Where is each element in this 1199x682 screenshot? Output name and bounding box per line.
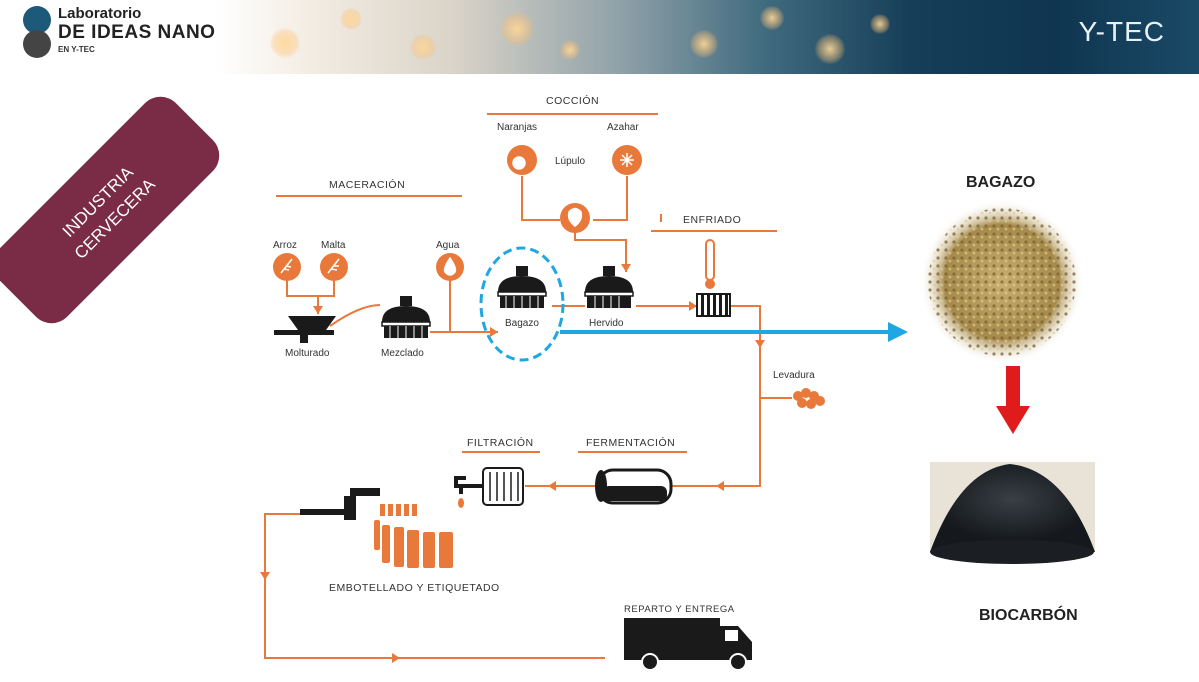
stage-filtracion: FILTRACIÓN — [467, 437, 534, 449]
bokeh-light — [410, 34, 436, 60]
bagazo-image — [920, 200, 1084, 364]
label-arroz: Arroz — [273, 240, 297, 251]
bokeh-light — [340, 8, 362, 30]
label-malta: Malta — [321, 240, 346, 251]
stage-enfriado: ENFRIADO — [683, 214, 742, 226]
industry-banner: INDUSTRIA CERVECERA — [0, 96, 220, 324]
biocarbon-image — [930, 462, 1095, 564]
label-naranjas: Naranjas — [497, 122, 538, 133]
bokeh-light — [270, 28, 300, 58]
arroz-icon — [273, 253, 301, 281]
filtration-unit — [454, 467, 524, 508]
bokeh-light — [815, 34, 845, 64]
cooler-icon — [696, 293, 731, 317]
stage-coccion: COCCIÓN — [546, 95, 600, 107]
lab-subtitle: DE IDEAS NANO — [58, 22, 216, 43]
delivery-truck-icon — [624, 618, 752, 671]
label-molturado: Molturado — [285, 348, 330, 359]
conversion-arrow — [996, 366, 1030, 434]
bokeh-light — [760, 6, 784, 30]
stage-maceracion: MACERACIÓN — [329, 179, 406, 191]
product-biocarbon-title: BIOCARBÓN — [979, 607, 1078, 624]
lab-logo-icon — [23, 6, 51, 58]
mezclado-tank — [381, 296, 431, 338]
label-levadura: Levadura — [773, 370, 815, 381]
fermentation-tank — [595, 468, 673, 505]
label-lupulo: Lúpulo — [555, 156, 586, 167]
bagazo-highlight — [479, 246, 565, 362]
label-mezclado: Mezclado — [381, 348, 424, 359]
lab-location: EN Y-TEC — [58, 45, 95, 54]
stage-reparto: REPARTO Y ENTREGA — [624, 604, 735, 615]
malta-icon — [320, 253, 348, 281]
product-bagazo-title: BAGAZO — [966, 174, 1036, 191]
label-hervido: Hervido — [589, 318, 624, 329]
label-bagazo: Bagazo — [505, 318, 539, 329]
bagazo-tank — [497, 266, 547, 308]
bokeh-light — [870, 14, 890, 34]
hervido-tank — [584, 266, 634, 308]
header-banner — [0, 0, 1199, 74]
bokeh-light — [690, 30, 718, 58]
label-agua: Agua — [436, 240, 460, 251]
lab-name: Laboratorio — [58, 5, 142, 22]
stage-fermentacion: FERMENTACIÓN — [586, 437, 676, 449]
stage-embotellado: EMBOTELLADO Y ETIQUETADO — [329, 582, 500, 594]
levadura-icon — [793, 388, 825, 409]
bokeh-light — [500, 12, 534, 46]
molturado-machine — [274, 316, 336, 343]
bokeh-light — [560, 40, 580, 60]
bottling-line — [300, 488, 453, 568]
brand-logo: Y-TEC — [1078, 16, 1165, 47]
label-azahar: Azahar — [607, 122, 639, 133]
thermometer-icon — [705, 239, 715, 289]
